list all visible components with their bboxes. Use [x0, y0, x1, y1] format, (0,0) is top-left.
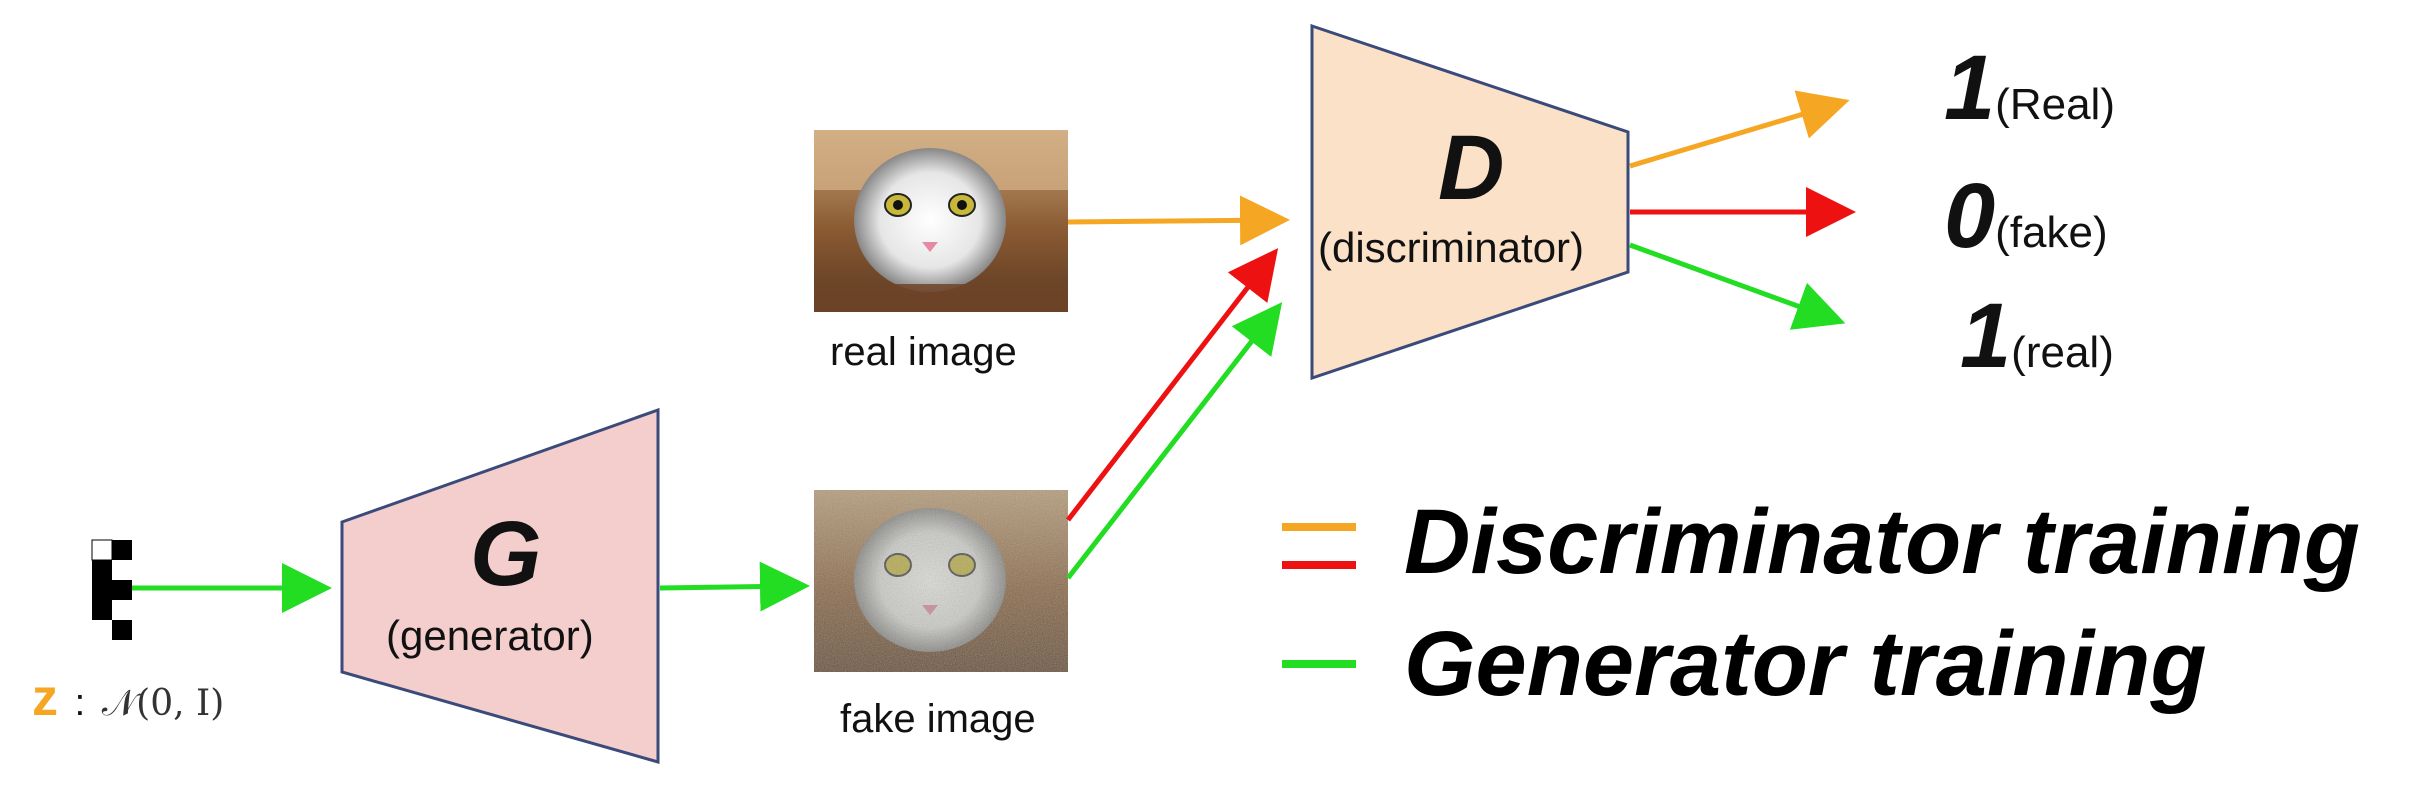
fake-image-caption: fake image: [840, 697, 1036, 741]
generator-name: (generator): [386, 612, 594, 659]
output-fake-value: 0: [1944, 165, 1996, 267]
discriminator-symbol: D: [1438, 117, 1505, 219]
discriminator-name: (discriminator): [1318, 224, 1585, 271]
fake-to-discriminator-red-arrow: [1066, 248, 1279, 522]
noise-symbol: z: [32, 669, 58, 727]
output-real-value: 1: [1944, 37, 1996, 139]
output-fake: 0(fake): [1944, 164, 2108, 269]
output-real: 1(Real): [1944, 36, 2115, 141]
noise-label: z : 𝒩(0, I): [32, 668, 224, 728]
generator-symbol: G: [470, 503, 542, 605]
generator-block: [340, 407, 660, 764]
output-fake-label: (fake): [1995, 208, 2108, 257]
noise-separator: :: [74, 682, 86, 724]
output-real2-label: (real): [2011, 328, 2114, 377]
noise-vector-icon: [91, 539, 132, 640]
output-real-arrow: [1629, 90, 1850, 169]
output-real-label: (Real): [1995, 80, 2115, 129]
real-image: [814, 130, 1068, 312]
discriminator-block: [1310, 23, 1630, 381]
output-real2-arrow: [1629, 242, 1846, 330]
real-image-caption: real image: [830, 330, 1017, 374]
fake-image: [814, 490, 1068, 672]
real-to-discriminator-arrow: [1067, 195, 1290, 246]
output-real2-value: 1: [1960, 285, 2012, 387]
legend-discriminator-label: Discriminator training: [1404, 491, 2360, 593]
noise-distribution: 𝒩(0, I): [101, 683, 225, 724]
fake-to-discriminator-green-arrow: [1066, 302, 1283, 580]
legend-generator-label: Generator training: [1404, 613, 2207, 715]
output-real2: 1(real): [1960, 284, 2114, 389]
generator-to-fake-arrow: [659, 561, 810, 612]
